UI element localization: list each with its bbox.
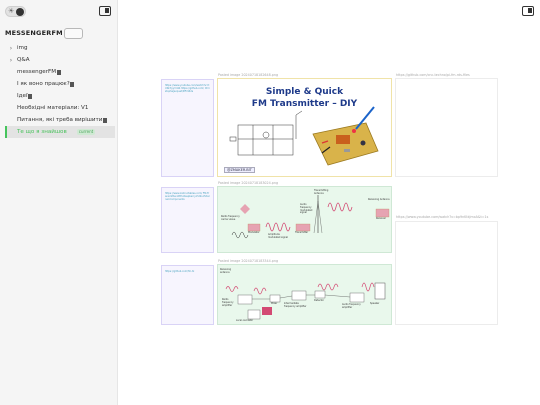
note-text: https://www.youtube.com/watch?v=tUNc3yyV… [165,84,210,94]
image-card[interactable]: Receiving antenna Radio frequency amplif… [217,264,392,325]
tree-item-label: Те що я знайшов [17,129,67,135]
file-materials[interactable]: Необхідні матеріали: V1 [5,102,115,114]
diagram-label: Detector [314,299,325,302]
note-text: https://www.instructables.com/ FM-Transm… [165,192,210,202]
theme-toggle-switch[interactable]: ☀ [5,6,26,17]
file-explorer-sidebar: ☀ MESSENGERFM › img › Q&A messengerFM І … [0,0,118,405]
tree-item-label: Питання, які треба вирішити [17,117,103,123]
diagram-label: Modulator [248,231,260,234]
diagram-label: Transmitter [295,231,309,234]
diagram-label: Receiving antenna [220,268,232,274]
image-card[interactable]: Simple & Quick FM Transmitter – DIY [217,78,392,177]
diagram-label: Speaker [370,302,380,305]
tree-item-label: І як воно працює? [17,81,70,87]
file-ideas[interactable]: Ідеї [5,90,115,102]
diagram-label: Mixer [271,302,278,305]
image-caption: Pasted image 20240718182648.png [218,73,279,77]
image-caption: Pasted image 20240718183024.png [218,181,279,185]
file-messengerfm[interactable]: messengerFM [5,66,115,78]
image-caption: Pasted image 20240718183344.png [218,259,279,263]
note-text: https://github.com/fm-tx [165,270,195,273]
image-card[interactable]: Transmitting Antenna Receiving Antenna A… [217,186,392,253]
text-note-card[interactable]: https://www.instructables.com/ FM-Transm… [161,187,214,253]
file-what-i-found[interactable]: Те що я знайшов current [5,126,115,138]
folder-qa[interactable]: › Q&A [5,54,115,66]
image-title: Simple & Quick FM Transmitter – DIY [218,86,391,110]
link-preview-card[interactable] [395,221,498,325]
vault-name: MESSENGERFM [5,29,63,37]
link-url[interactable]: https://github.com/cnc-techno/pi-fm-rds-… [396,73,470,77]
tree-item-label: Необхідні матеріали: V1 [17,105,89,111]
fm-transmitter-illustration [229,106,379,166]
link-preview-card[interactable] [395,78,498,177]
file-tag-icon [102,117,107,123]
tree-item-label: messengerFM [17,69,57,75]
text-note-card[interactable]: https://www.youtube.com/watch?v=tUNc3yyV… [161,79,214,177]
diagram-label: Receiving Antenna [368,198,390,201]
image-title-line1: Simple & Quick [265,87,344,97]
status-badge: current [76,129,96,135]
diagram-label: Intermediate frequency amplifier [284,302,307,308]
expand-right-panel-icon[interactable] [522,6,534,16]
diagram-label: Amplitude modulated signal [268,233,288,239]
file-questions[interactable]: Питання, які треба вирішити [5,114,115,126]
toggle-knob [16,8,24,16]
diagram-label: Receiver [376,217,386,220]
file-tree: › img › Q&A messengerFM І як воно працює… [5,42,115,138]
am-fm-diagram [231,195,390,239]
chevron-right-icon[interactable]: › [9,44,13,52]
diagram-label: Radio frequency amplifier [222,298,234,307]
diagram-label: Local oscillator [236,319,254,322]
file-how-it-works[interactable]: І як воно працює? [5,78,115,90]
file-tag-icon [28,93,33,99]
tree-item-label: Ідеї [17,93,28,99]
tree-item-label: img [17,45,28,51]
folder-img[interactable]: › img [5,42,115,54]
file-tag-icon [70,81,75,87]
image-title-line2: FM Transmitter – DIY [251,99,358,109]
collapse-sidebar-icon[interactable] [99,6,111,16]
diagram-label: Transmitting Antenna [314,189,329,195]
diagram-label: Radio frequency carrier wave [221,215,240,221]
chevron-right-icon[interactable]: › [9,56,13,64]
vault-header: MESSENGERFM [5,27,83,39]
file-tag-icon [56,69,61,75]
sun-icon: ☀ [8,7,15,15]
diagram-label: Audio frequency modulated signal [300,203,313,215]
link-url[interactable]: https://www.youtube.com/watch?v=bp9nKtkJ… [396,215,489,219]
diagram-label: Audio frequency amplifier [342,303,361,309]
superheterodyne-receiver-diagram [225,282,386,320]
text-note-card[interactable]: https://github.com/fm-tx [161,265,214,325]
search-input[interactable] [63,27,83,39]
tree-item-label: Q&A [17,57,30,63]
brand-badge: @ZMAKER.BIT [224,167,255,173]
